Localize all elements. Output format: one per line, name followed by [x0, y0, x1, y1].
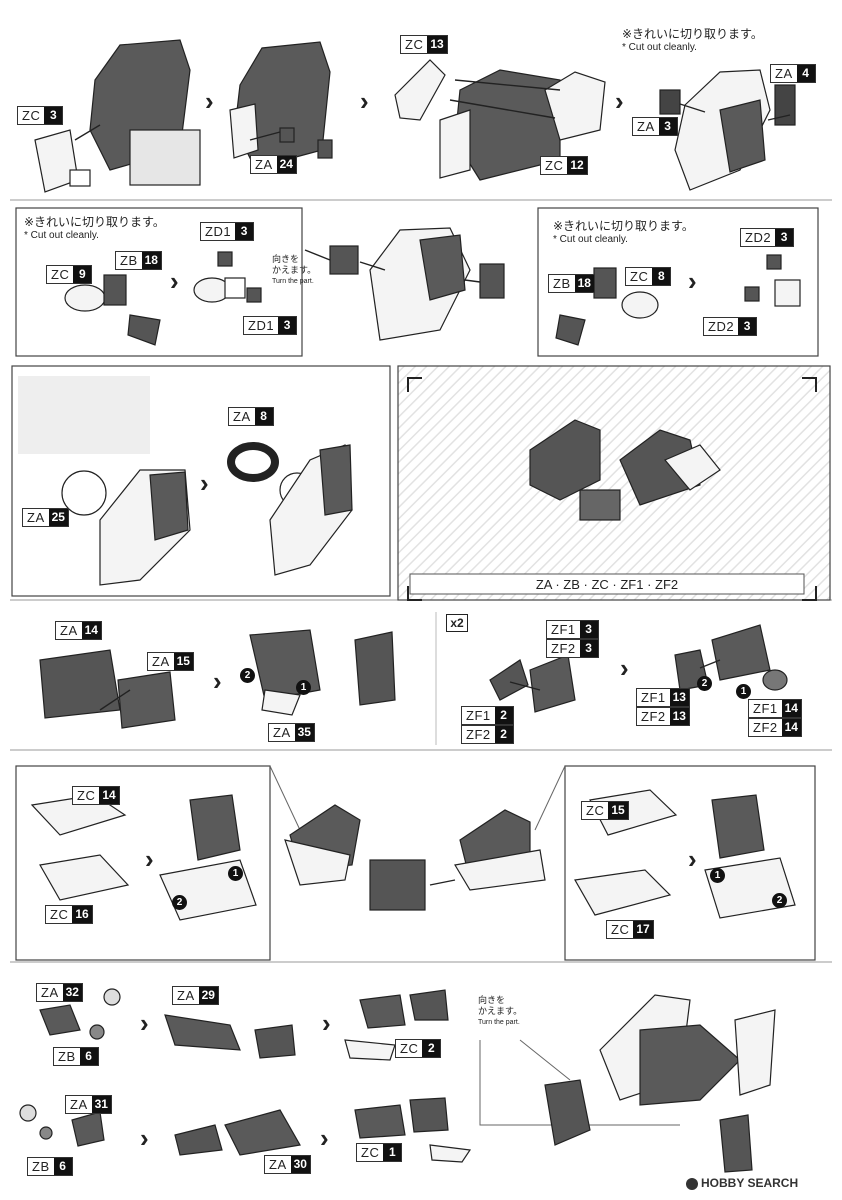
cut-note-en: * Cut out cleanly. [24, 230, 99, 241]
order-marker-1: 1 [736, 684, 751, 699]
step-arrow: › [205, 86, 214, 116]
cut-note-jp: ※きれいに切り取ります。 [553, 219, 694, 233]
turn-note-jp2: かえます。 [272, 265, 317, 275]
quantity-badge: x2 [446, 614, 468, 632]
step-arrow: › [620, 653, 629, 683]
turn-note: 向きを かえます。 Turn the part. [272, 254, 316, 287]
step-arrow: › [145, 844, 154, 874]
step-arrow: › [688, 844, 697, 874]
watermark-text: HOBBY SEARCH [701, 1176, 799, 1190]
cut-note: ※きれいに切り取ります。 * Cut out cleanly. [622, 28, 763, 54]
order-marker-1: 1 [228, 866, 243, 881]
runner-list: ZA · ZB · ZC · ZF1 · ZF2 [535, 577, 679, 592]
turn-note-jp1: 向きを [478, 995, 506, 1005]
turn-note-en: Turn the part. [478, 1019, 520, 1026]
order-marker-1: 1 [296, 680, 311, 695]
order-marker-1: 1 [710, 868, 725, 883]
cut-note: ※きれいに切り取ります。 * Cut out cleanly. [553, 220, 694, 246]
step-arrow: › [140, 1123, 149, 1153]
order-marker-2: 2 [240, 668, 255, 683]
order-marker-2: 2 [697, 676, 712, 691]
step-arrow: › [170, 266, 179, 296]
turn-note: 向きを かえます。 Turn the part. [478, 995, 522, 1028]
turn-note-jp1: 向きを [272, 254, 300, 264]
step-arrow: › [200, 468, 209, 498]
step-arrow: › [320, 1123, 329, 1153]
cut-note-en: * Cut out cleanly. [622, 42, 697, 53]
turn-note-jp2: かえます。 [478, 1006, 523, 1016]
cut-note: ※きれいに切り取ります。 * Cut out cleanly. [24, 216, 165, 242]
watermark-logo-icon [686, 1177, 698, 1190]
step-arrow: › [688, 266, 697, 296]
step-arrow: › [213, 666, 222, 696]
cut-note-jp: ※きれいに切り取ります。 [622, 27, 763, 41]
watermark: HOBBY SEARCH [686, 1176, 798, 1190]
cut-note-en: * Cut out cleanly. [553, 234, 628, 245]
step-arrow: › [322, 1008, 331, 1038]
step-arrow: › [615, 86, 624, 116]
turn-note-en: Turn the part. [272, 278, 314, 285]
order-marker-2: 2 [772, 893, 787, 908]
step-arrow: › [360, 86, 369, 116]
cut-note-jp: ※きれいに切り取ります。 [24, 215, 165, 229]
order-marker-2: 2 [172, 895, 187, 910]
step-arrow: › [140, 1008, 149, 1038]
